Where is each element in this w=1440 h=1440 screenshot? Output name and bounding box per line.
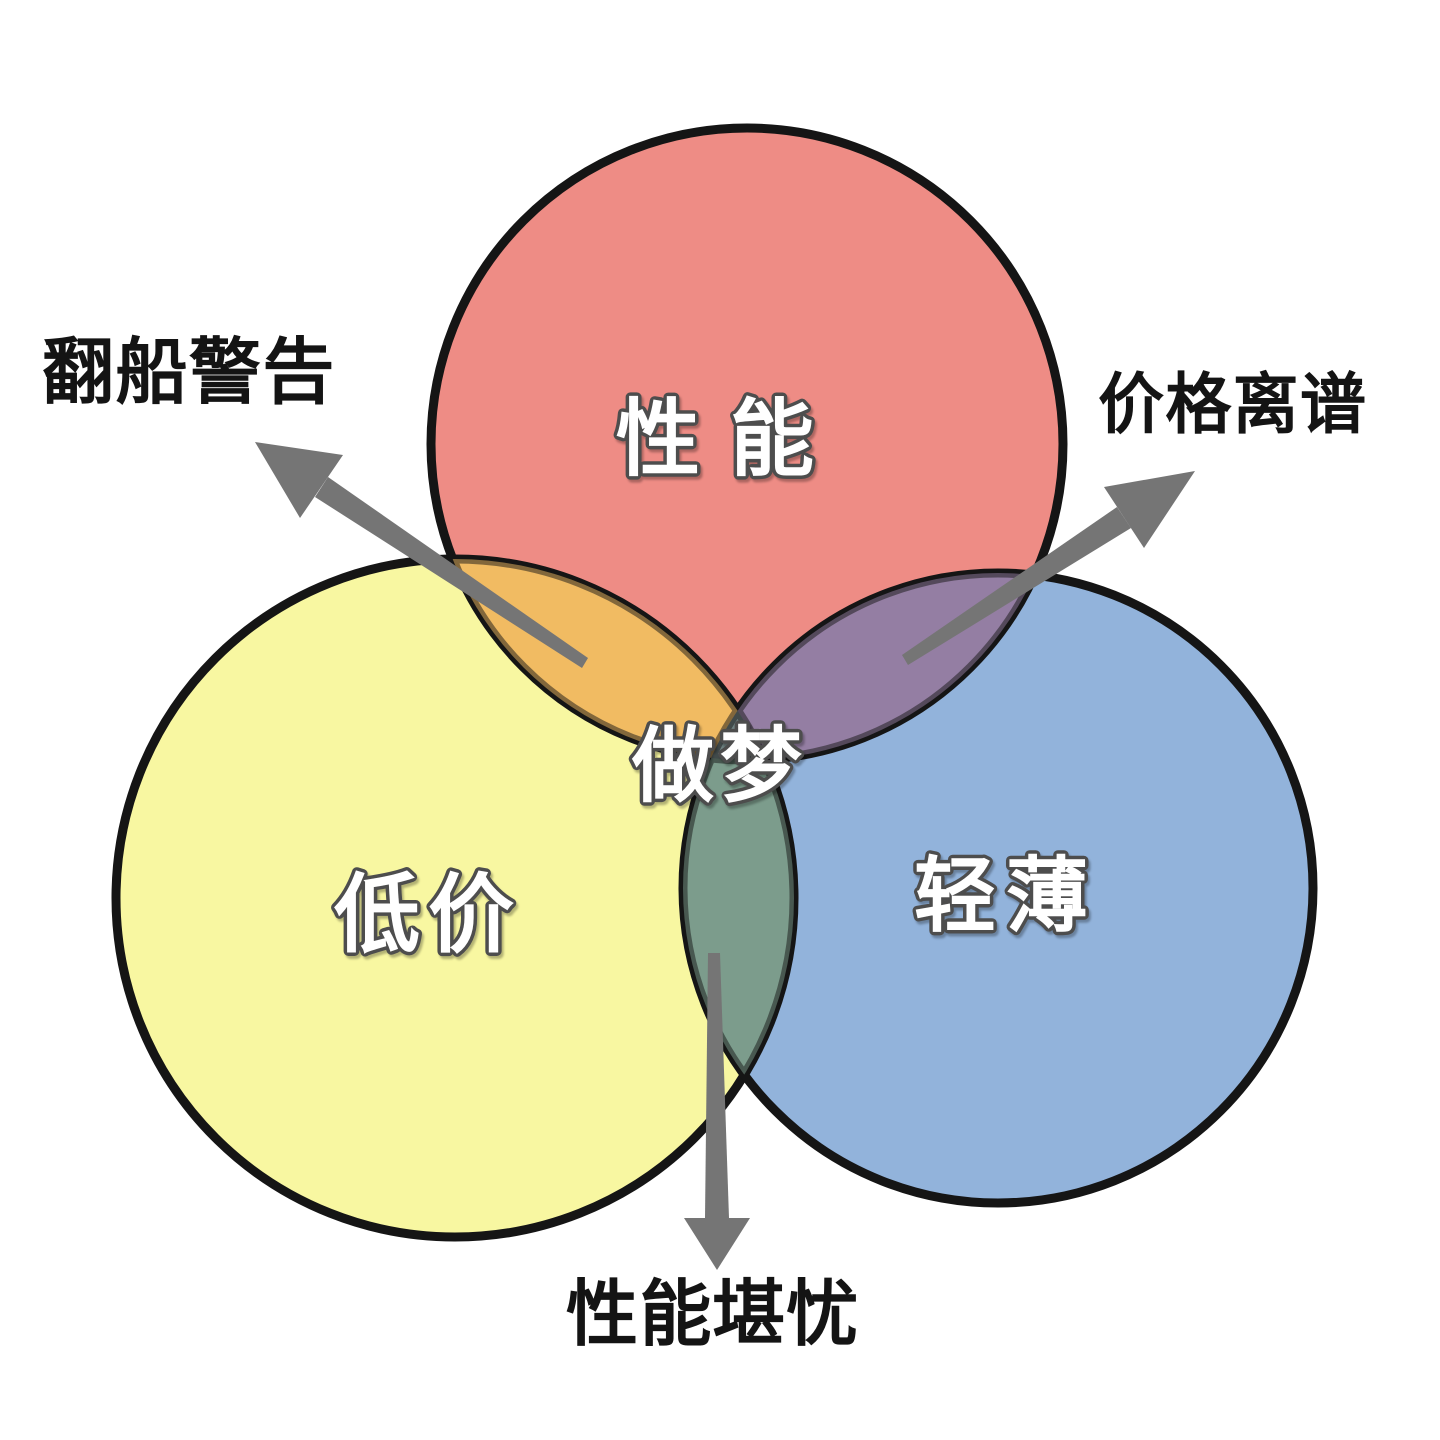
performance-worrying-label: 性能堪忧 [566, 1272, 860, 1356]
arrow-head-icon [1104, 471, 1195, 548]
arrow-to-performance-worrying [684, 953, 750, 1270]
arrow-to-price-outrageous [902, 471, 1195, 665]
capsize-warning-label: 翻船警告 [42, 330, 336, 414]
arrow-head-icon [255, 442, 343, 518]
thin-light-circle-label: 轻薄 [914, 849, 1098, 944]
overlap-tint-layer [431, 559, 1063, 1203]
performance-circle-label: 性能 [616, 390, 844, 488]
arrow-shaft [705, 953, 729, 1218]
arrow-shaft [902, 507, 1131, 665]
arrow-shaft [315, 477, 588, 668]
arrow-head-icon [684, 1218, 750, 1270]
arrow-to-capsize-warning [255, 442, 588, 668]
low-price-circle-label: 低价 [334, 865, 522, 965]
center-overlap-label: 做梦 [631, 719, 808, 814]
price-outrageous-label: 价格离谱 [1098, 366, 1368, 443]
